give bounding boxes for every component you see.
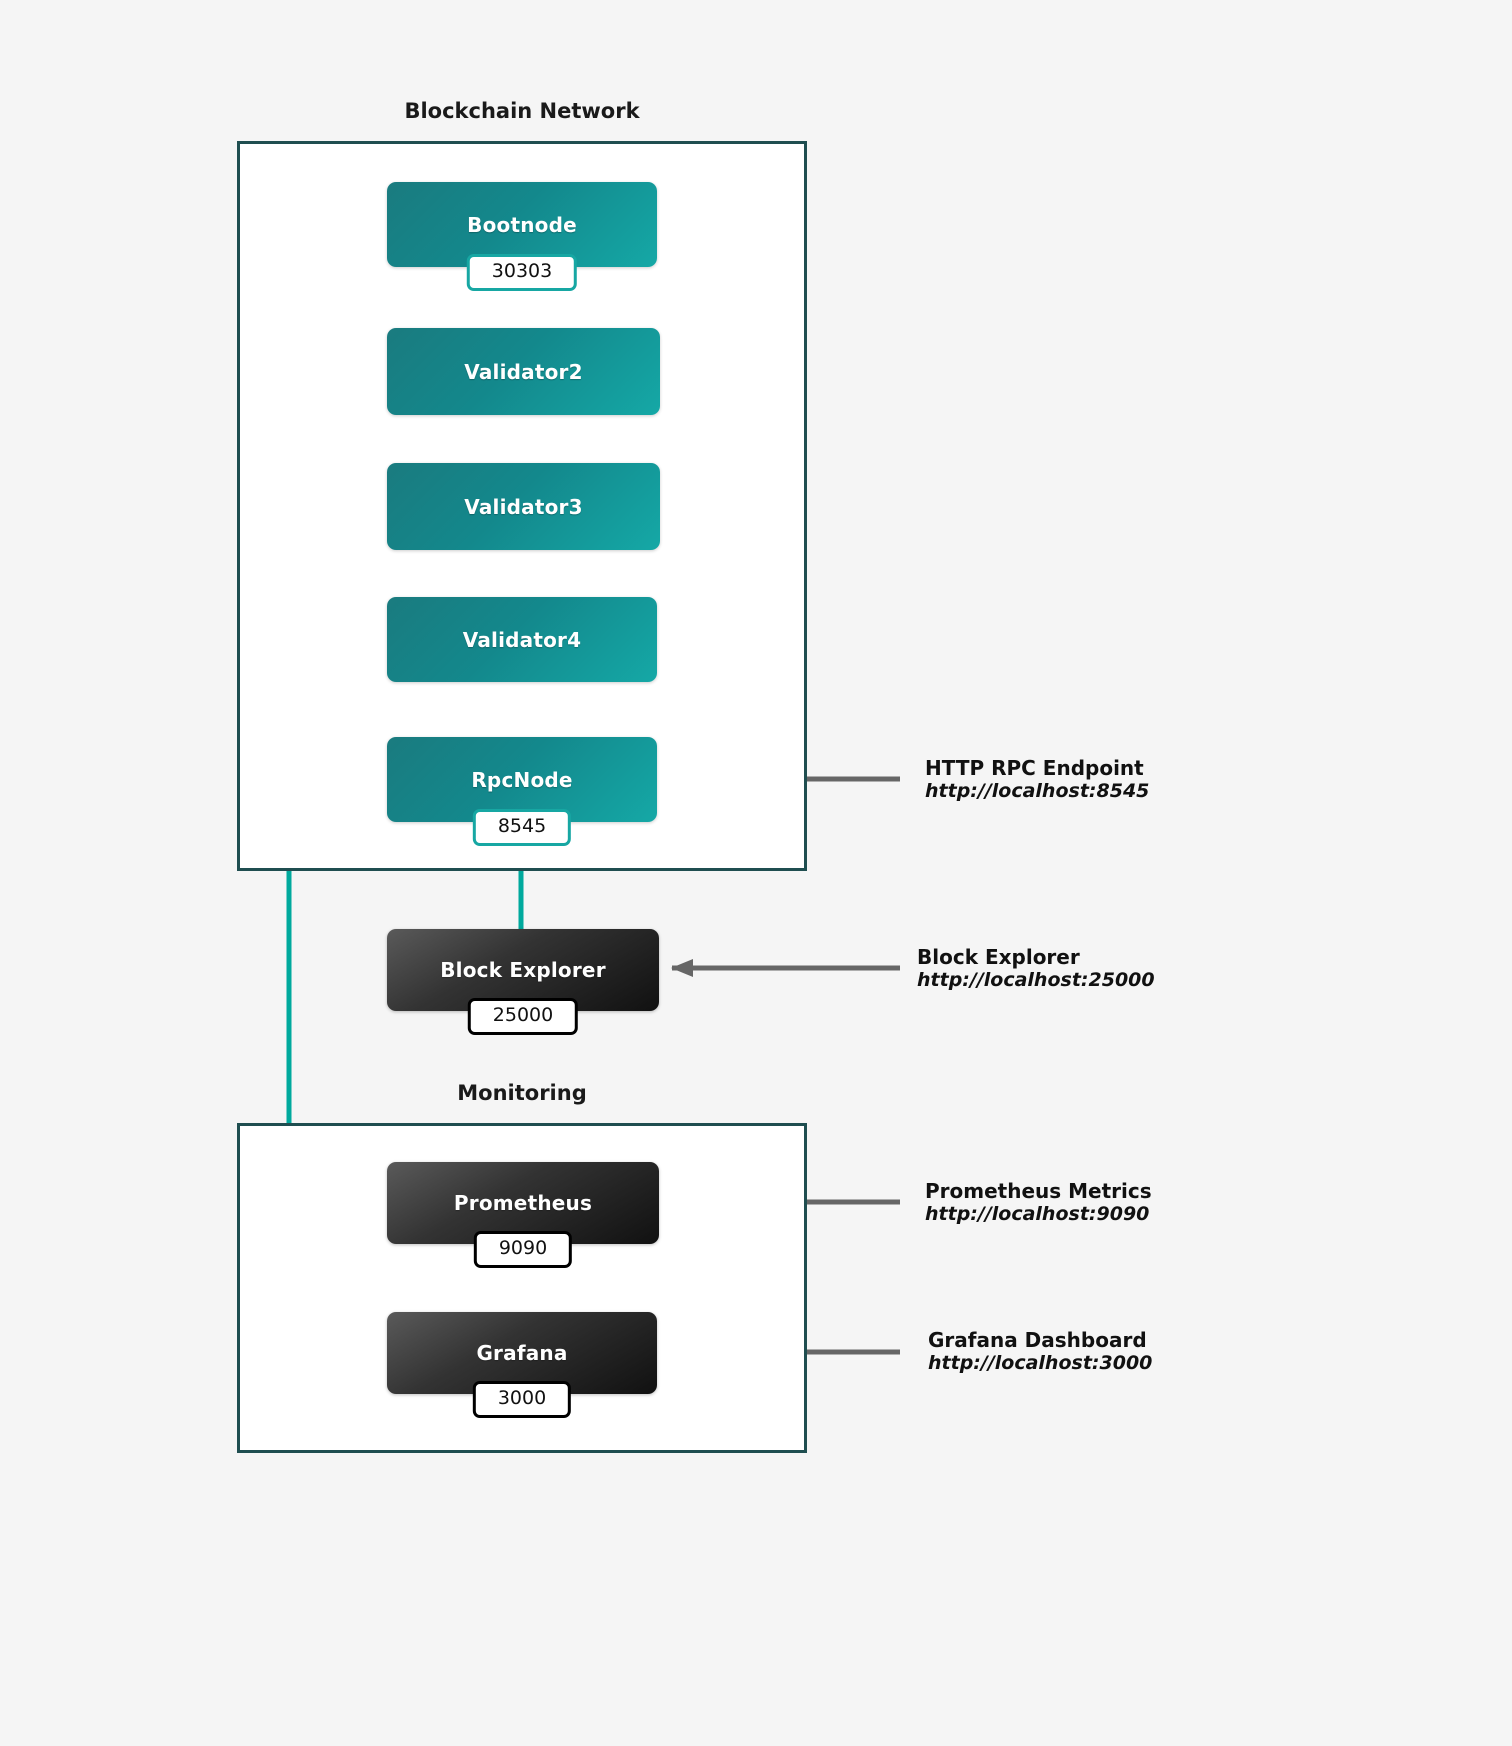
group-label-monitoring: Monitoring (457, 1081, 587, 1105)
group-label-blockchain: Blockchain Network (404, 99, 640, 123)
node-rpcnode[interactable]: RpcNode 8545 (387, 737, 657, 846)
node-prometheus-label: Prometheus (453, 1191, 593, 1215)
node-rpcnode-label: RpcNode (471, 767, 573, 792)
annotation-prometheus-metrics-title: Prometheus Metrics (925, 1179, 1152, 1203)
node-block-explorer-port: 25000 (467, 998, 579, 1035)
node-prometheus-port: 9090 (473, 1231, 573, 1268)
annotation-rpc-endpoint: HTTP RPC Endpoint http://localhost:8545 (925, 756, 1149, 802)
annotation-grafana-dashboard: Grafana Dashboard http://localhost:3000 (928, 1328, 1152, 1374)
node-block-explorer[interactable]: Block Explorer 25000 (387, 929, 659, 1035)
node-bootnode-port: 30303 (466, 254, 578, 291)
node-block-explorer-label: Block Explorer (440, 958, 606, 982)
node-validator3-label: Validator3 (464, 494, 583, 519)
node-validator3[interactable]: Validator3 (387, 463, 660, 550)
node-grafana-port: 3000 (472, 1381, 572, 1418)
annotation-rpc-endpoint-title: HTTP RPC Endpoint (925, 756, 1144, 780)
annotation-block-explorer: Block Explorer http://localhost:25000 (917, 945, 1155, 991)
annotation-prometheus-metrics-url: http://localhost:9090 (925, 1203, 1150, 1225)
node-grafana[interactable]: Grafana 3000 (387, 1312, 657, 1418)
node-bootnode[interactable]: Bootnode 30303 (387, 182, 657, 291)
annotation-prometheus-metrics: Prometheus Metrics http://localhost:9090 (925, 1179, 1152, 1225)
annotation-rpc-endpoint-url: http://localhost:8545 (925, 780, 1150, 802)
node-prometheus[interactable]: Prometheus 9090 (387, 1162, 659, 1268)
annotation-block-explorer-title: Block Explorer (917, 945, 1080, 969)
node-validator2-label: Validator2 (464, 359, 583, 384)
node-validator4-label: Validator4 (462, 627, 582, 652)
node-rpcnode-port: 8545 (472, 809, 572, 846)
node-bootnode-label: Bootnode (467, 212, 577, 237)
annotation-grafana-dashboard-url: http://localhost:3000 (928, 1352, 1153, 1374)
annotation-grafana-dashboard-title: Grafana Dashboard (928, 1328, 1147, 1352)
node-validator2[interactable]: Validator2 (387, 328, 660, 415)
node-grafana-label: Grafana (476, 1341, 568, 1365)
node-validator4[interactable]: Validator4 (387, 597, 657, 682)
annotation-block-explorer-url: http://localhost:25000 (917, 969, 1155, 991)
